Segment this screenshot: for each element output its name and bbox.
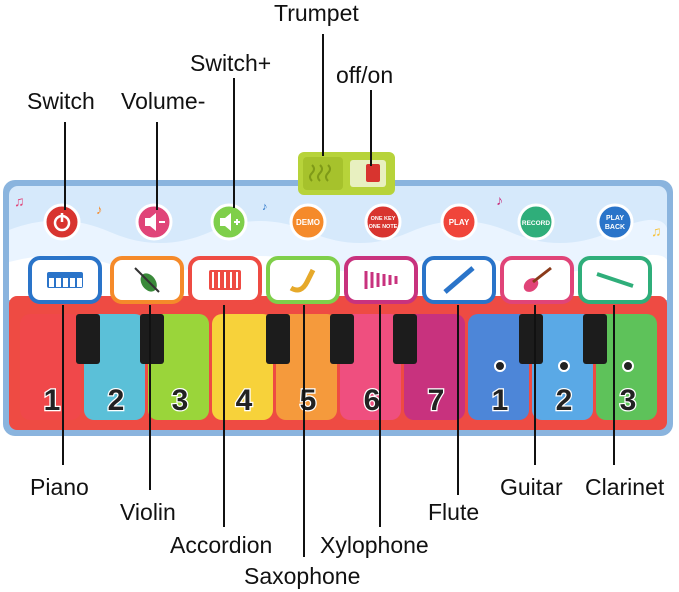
key-number: 3 <box>172 384 189 417</box>
flute-leader <box>457 305 459 495</box>
key-number: 7 <box>428 384 445 417</box>
piano-button[interactable] <box>28 256 102 304</box>
piano-label: Piano <box>30 474 89 500</box>
music-note-icon: ♪ <box>496 192 503 208</box>
volume-minus-button[interactable] <box>135 203 173 241</box>
key-number: 6 <box>364 384 381 417</box>
guitar-button[interactable] <box>500 256 574 304</box>
violin-label: Violin <box>120 499 176 525</box>
octave-dot <box>622 360 634 372</box>
clarinet-icon <box>596 272 634 288</box>
black-key[interactable] <box>140 314 164 364</box>
key-number: 1 <box>492 384 509 417</box>
clarinet-leader <box>613 305 615 465</box>
switch-plus-button[interactable] <box>210 203 248 241</box>
black-key[interactable] <box>393 314 417 364</box>
volume-minus-leader <box>156 122 158 210</box>
switch-plus-leader <box>233 78 235 208</box>
black-key[interactable] <box>519 314 543 364</box>
black-key[interactable] <box>76 314 100 364</box>
black-key[interactable] <box>583 314 607 364</box>
piano-key[interactable]: 2 <box>532 314 593 420</box>
saxophone-label: Saxophone <box>244 563 361 589</box>
piano-icon <box>47 272 83 288</box>
demo-label: DEMO <box>296 218 320 227</box>
volume-minus-label: Volume- <box>121 88 206 114</box>
piano-key[interactable]: 3 <box>596 314 657 420</box>
piano-key[interactable]: 6 <box>340 314 401 420</box>
violin-leader <box>149 305 151 490</box>
music-note-icon: ♪ <box>96 202 103 217</box>
xylophone-label: Xylophone <box>320 532 429 558</box>
record-label: RECORD <box>522 220 550 227</box>
guitar-label: Guitar <box>500 474 563 500</box>
black-key[interactable] <box>330 314 354 364</box>
play-button[interactable]: PLAY <box>440 203 478 241</box>
flute-button[interactable] <box>422 256 496 304</box>
trumpet-leader <box>322 34 324 156</box>
clarinet-label: Clarinet <box>585 474 665 500</box>
piano-key[interactable]: 4 <box>212 314 273 420</box>
one-key-label: ONE KEY <box>371 216 396 222</box>
switch-plus-label: Switch+ <box>190 50 272 76</box>
clarinet-button[interactable] <box>578 256 652 304</box>
demo-button[interactable]: DEMO <box>289 203 327 241</box>
power-slider[interactable] <box>366 164 380 182</box>
record-button[interactable]: RECORD <box>517 203 555 241</box>
piano-key[interactable]: 1 <box>20 314 81 420</box>
guitar-icon <box>523 266 552 292</box>
xylophone-button[interactable] <box>344 256 418 304</box>
piano-leader <box>62 305 64 465</box>
violin-button[interactable] <box>110 256 184 304</box>
switch-leader <box>64 122 66 210</box>
trumpet-label: Trumpet <box>274 0 359 26</box>
accordion-icon <box>209 270 241 290</box>
xylophone-leader <box>379 305 381 527</box>
music-note-icon: ♫ <box>651 223 662 239</box>
octave-dot <box>494 360 506 372</box>
music-note-icon: ♫ <box>14 193 25 209</box>
flute-label: Flute <box>428 499 480 525</box>
black-key[interactable] <box>266 314 290 364</box>
key-number: 4 <box>236 384 253 417</box>
piano-key[interactable]: 5 <box>276 314 337 420</box>
off-on-leader <box>370 90 372 166</box>
accordion-leader <box>223 305 225 527</box>
violin-icon <box>134 267 160 293</box>
saxophone-button[interactable] <box>266 256 340 304</box>
play-label: PLAY <box>449 218 470 227</box>
key-number: 1 <box>44 384 61 417</box>
key-number: 3 <box>620 384 637 417</box>
flute-icon <box>443 266 475 294</box>
one-note-label: ONE NOTE <box>369 224 398 230</box>
piano-key[interactable]: 7 <box>404 314 465 420</box>
accordion-button[interactable] <box>188 256 262 304</box>
playback-button[interactable]: PLAY BACK <box>596 203 634 241</box>
music-note-icon: ♪ <box>262 201 268 213</box>
trumpet-switch-box[interactable] <box>298 152 395 195</box>
key-number: 2 <box>108 384 125 417</box>
saxophone-icon <box>289 268 316 293</box>
saxophone-leader <box>303 305 305 557</box>
guitar-leader <box>534 305 536 465</box>
playback-label-1: PLAY <box>606 215 624 222</box>
accordion-label: Accordion <box>170 532 273 558</box>
xylophone-icon <box>364 271 398 289</box>
off-on-label: off/on <box>336 62 394 88</box>
key-number: 2 <box>556 384 573 417</box>
one-key-one-note-button[interactable]: ONE KEY ONE NOTE <box>364 203 402 241</box>
switch-button[interactable] <box>43 203 81 241</box>
piano-key[interactable]: 1 <box>468 314 529 420</box>
octave-dot <box>558 360 570 372</box>
switch-label: Switch <box>27 88 95 114</box>
playback-label-2: BACK <box>605 224 625 231</box>
